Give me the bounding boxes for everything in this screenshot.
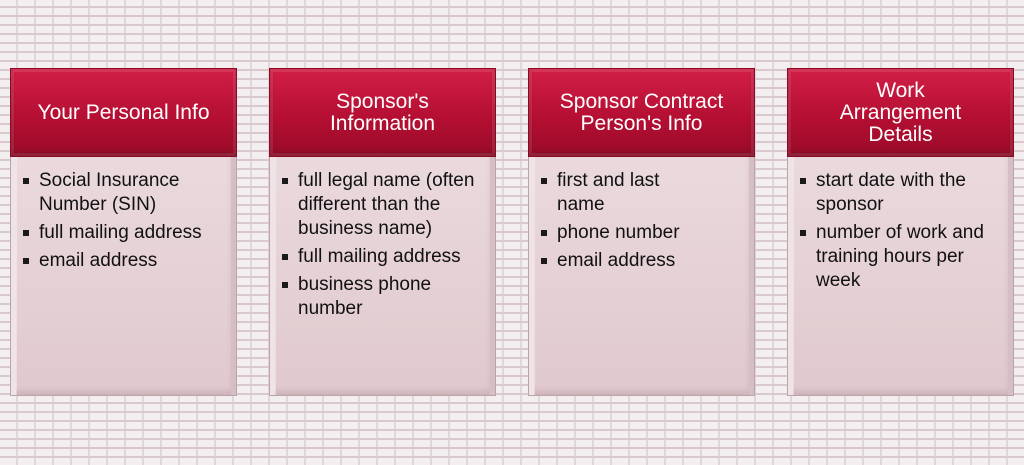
list-item: start date with the sponsor (798, 169, 1007, 217)
list-item: email address (539, 249, 748, 273)
column-personal-info: Your Personal Info Social Insurance Numb… (10, 68, 237, 396)
list-item: full mailing address (280, 245, 489, 269)
list-item-text: number of work and training hours per we… (816, 222, 984, 291)
list-item-text: business phone number (298, 274, 432, 319)
column-title: Sponsor Contract Person's Info (559, 89, 724, 135)
square-bullet-icon (800, 178, 806, 184)
column-title: Sponsor's Information (329, 89, 436, 135)
list-item: first and last name (539, 169, 707, 217)
list-item-text: start date with the sponsor (816, 170, 966, 215)
list-item: full legal name (often different than th… (280, 169, 489, 241)
column-contact-info: Sponsor Contract Person's Info first and… (528, 68, 755, 396)
square-bullet-icon (23, 230, 29, 236)
list-item-text: email address (39, 250, 158, 271)
list-item-text: first and last name (557, 170, 660, 215)
list-item-text: full mailing address (298, 246, 461, 267)
list-item: phone number (539, 221, 748, 245)
square-bullet-icon (541, 178, 547, 184)
item-list: first and last name phone number email a… (539, 169, 748, 273)
column-header: Sponsor's Information (269, 68, 496, 157)
process-diagram: Your Personal Info Social Insurance Numb… (10, 68, 1014, 396)
column-body: first and last name phone number email a… (528, 157, 755, 396)
column-header: Sponsor Contract Person's Info (528, 68, 755, 157)
column-body: full legal name (often different than th… (269, 157, 496, 396)
list-item-text: full mailing address (39, 222, 202, 243)
square-bullet-icon (541, 258, 547, 264)
square-bullet-icon (800, 230, 806, 236)
item-list: start date with the sponsor number of wo… (798, 169, 1007, 293)
column-title: Your Personal Info (37, 100, 210, 124)
list-item: Social Insurance Number (SIN) (21, 169, 230, 217)
list-item-text: email address (557, 250, 676, 271)
list-item: email address (21, 249, 230, 273)
square-bullet-icon (23, 178, 29, 184)
column-header: Your Personal Info (10, 68, 237, 157)
list-item-text: Social Insurance Number (SIN) (39, 170, 180, 215)
list-item: full mailing address (21, 221, 230, 245)
list-item: number of work and training hours per we… (798, 221, 1007, 293)
list-item-text: full legal name (often different than th… (298, 170, 475, 239)
square-bullet-icon (282, 282, 288, 288)
column-header: Work Arrangement Details (787, 68, 1014, 157)
square-bullet-icon (541, 230, 547, 236)
square-bullet-icon (23, 258, 29, 264)
column-body: start date with the sponsor number of wo… (787, 157, 1014, 396)
item-list: full legal name (often different than th… (280, 169, 489, 321)
column-work-arrangement: Work Arrangement Details start date with… (787, 68, 1014, 396)
square-bullet-icon (282, 254, 288, 260)
column-body: Social Insurance Number (SIN) full maili… (10, 157, 237, 396)
column-sponsor-info: Sponsor's Information full legal name (o… (269, 68, 496, 396)
list-item-text: phone number (557, 222, 680, 243)
column-title: Work Arrangement Details (839, 78, 962, 146)
list-item: business phone number (280, 273, 489, 321)
item-list: Social Insurance Number (SIN) full maili… (21, 169, 230, 273)
square-bullet-icon (282, 178, 288, 184)
